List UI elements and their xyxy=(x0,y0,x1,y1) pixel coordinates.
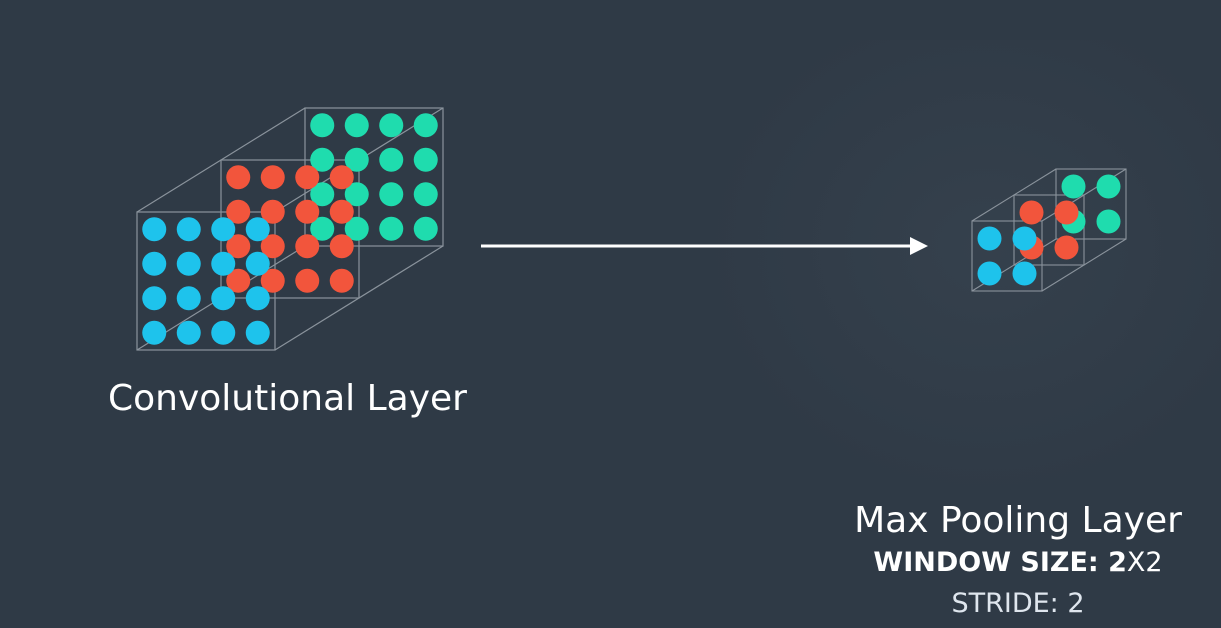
red-activation-dot xyxy=(295,199,320,224)
teal-activation-dot xyxy=(344,182,369,207)
blue-activation-dot xyxy=(176,286,201,311)
red-activation-dot xyxy=(1054,235,1079,260)
teal-slice xyxy=(310,113,438,241)
cube-face xyxy=(1055,168,1127,240)
blue-activation-dot xyxy=(1012,261,1037,286)
blue-activation-dot xyxy=(176,251,201,276)
red-activation-dot xyxy=(329,234,354,259)
blue-activation-dot xyxy=(142,320,167,345)
cube-face xyxy=(971,220,1043,292)
red-activation-dot xyxy=(295,234,320,259)
blue-slice xyxy=(977,226,1037,286)
transform-arrow xyxy=(481,237,928,255)
red-activation-dot xyxy=(1054,200,1079,225)
blue-activation-dot xyxy=(142,251,167,276)
red-activation-dot xyxy=(260,199,285,224)
teal-activation-dot xyxy=(310,182,335,207)
red-slice xyxy=(226,165,354,293)
teal-activation-dot xyxy=(379,182,404,207)
teal-activation-dot xyxy=(1061,174,1086,199)
convolutional-layer-label: Convolutional Layer xyxy=(108,378,467,419)
blue-activation-dot xyxy=(245,286,270,311)
arrow-head xyxy=(910,237,928,255)
blue-activation-dot xyxy=(176,320,201,345)
red-activation-dot xyxy=(226,234,251,259)
red-activation-dot xyxy=(329,199,354,224)
teal-activation-dot xyxy=(379,216,404,241)
cube-face xyxy=(1013,194,1085,266)
blue-activation-dot xyxy=(245,251,270,276)
blue-activation-dot xyxy=(977,261,1002,286)
blue-activation-dot xyxy=(211,251,236,276)
red-activation-dot xyxy=(1019,200,1044,225)
red-activation-dot xyxy=(260,234,285,259)
teal-activation-dot xyxy=(379,113,404,138)
teal-activation-dot xyxy=(413,182,438,207)
teal-activation-dot xyxy=(413,113,438,138)
blue-activation-dot xyxy=(142,217,167,242)
teal-activation-dot xyxy=(413,147,438,172)
blue-slice xyxy=(142,217,270,345)
red-activation-dot xyxy=(260,165,285,190)
blue-activation-dot xyxy=(977,226,1002,251)
teal-activation-dot xyxy=(344,216,369,241)
teal-activation-dot xyxy=(344,147,369,172)
cube-depth-edge xyxy=(136,107,306,213)
blue-activation-dot xyxy=(245,217,270,242)
red-activation-dot xyxy=(329,268,354,293)
red-activation-dot xyxy=(295,165,320,190)
window-size-label: WINDOW SIZE: 2X2 xyxy=(848,547,1188,578)
teal-activation-dot xyxy=(344,113,369,138)
cube-depth-edge xyxy=(274,245,444,351)
red-slice xyxy=(1019,200,1079,260)
blue-activation-dot xyxy=(176,217,201,242)
max-pooling-layer-label: Max Pooling Layer xyxy=(854,500,1182,541)
blue-activation-dot xyxy=(211,217,236,242)
red-activation-dot xyxy=(329,165,354,190)
blue-activation-dot xyxy=(211,320,236,345)
convolutional-layer-cube xyxy=(136,107,444,351)
blue-activation-dot xyxy=(142,286,167,311)
blue-activation-dot xyxy=(245,320,270,345)
red-activation-dot xyxy=(260,268,285,293)
teal-activation-dot xyxy=(379,147,404,172)
blue-activation-dot xyxy=(1012,226,1037,251)
window-size-rest: X2 xyxy=(1126,547,1163,578)
red-activation-dot xyxy=(226,268,251,293)
teal-activation-dot xyxy=(1096,174,1121,199)
window-size-bold: WINDOW SIZE: 2 xyxy=(873,547,1127,578)
blue-activation-dot xyxy=(211,286,236,311)
teal-activation-dot xyxy=(310,113,335,138)
stride-label: STRIDE: 2 xyxy=(951,588,1085,619)
background-glow xyxy=(700,40,1221,500)
red-activation-dot xyxy=(226,199,251,224)
teal-activation-dot xyxy=(1096,209,1121,234)
teal-activation-dot xyxy=(310,216,335,241)
max-pooling-layer-cube xyxy=(971,168,1127,292)
teal-activation-dot xyxy=(413,216,438,241)
teal-activation-dot xyxy=(310,147,335,172)
cube-depth-edge xyxy=(971,168,1057,222)
red-activation-dot xyxy=(295,268,320,293)
red-activation-dot xyxy=(226,165,251,190)
cube-depth-edge xyxy=(1041,238,1127,292)
